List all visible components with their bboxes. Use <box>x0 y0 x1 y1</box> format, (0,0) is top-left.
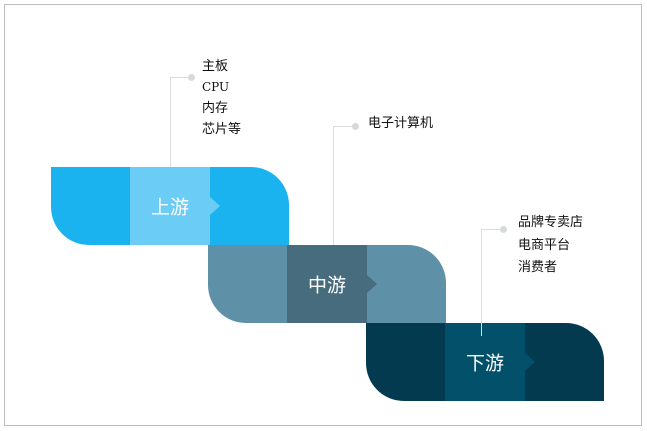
segment-middle: 中游 <box>287 245 377 323</box>
leader-line-upstream <box>170 77 171 167</box>
segment <box>51 167 131 245</box>
item-text: 主板 <box>202 59 229 74</box>
leader-line-upstream-h <box>170 77 192 78</box>
segment <box>366 245 446 323</box>
segment-middle: 下游 <box>445 323 535 401</box>
arrow-right-icon <box>366 275 377 293</box>
arrow-right-icon <box>209 197 220 215</box>
stage-midstream: 中游 <box>208 245 446 323</box>
arrow-right-icon <box>524 353 535 371</box>
leader-line-downstream-h <box>481 229 503 230</box>
leader-dot-midstream <box>352 123 359 130</box>
stage-label: 中游 <box>307 274 346 297</box>
item-text: 消费者 <box>518 260 558 275</box>
leader-line-midstream <box>333 126 334 260</box>
midstream-items: 电子计算机 <box>368 113 433 134</box>
segment-middle: 上游 <box>130 167 220 245</box>
item-text: 电商平台 <box>518 237 571 253</box>
stage-label: 下游 <box>465 352 504 375</box>
stage-downstream: 下游 <box>366 323 604 401</box>
stage-upstream: 上游 <box>51 167 289 245</box>
item-text: 电子计算机 <box>368 116 434 131</box>
leader-dot-upstream <box>188 74 195 81</box>
segment <box>209 167 289 245</box>
upstream-items: 主板 CPU 内存 芯片等 <box>202 56 241 140</box>
leader-dot-downstream <box>500 226 507 233</box>
segment <box>524 323 604 401</box>
segment <box>208 245 288 323</box>
item-text: 内存 <box>202 101 229 116</box>
item-text: 品牌专卖店 <box>518 215 584 230</box>
item-text: 芯片等 <box>202 122 242 137</box>
leader-line-downstream <box>481 229 482 336</box>
downstream-items: 品牌专卖店 电商平台 消费者 <box>518 212 583 280</box>
diagram-frame <box>4 4 642 426</box>
segment <box>366 323 446 401</box>
stage-label: 上游 <box>150 196 189 219</box>
leader-line-midstream-h <box>333 126 355 127</box>
item-text: CPU <box>202 80 230 94</box>
